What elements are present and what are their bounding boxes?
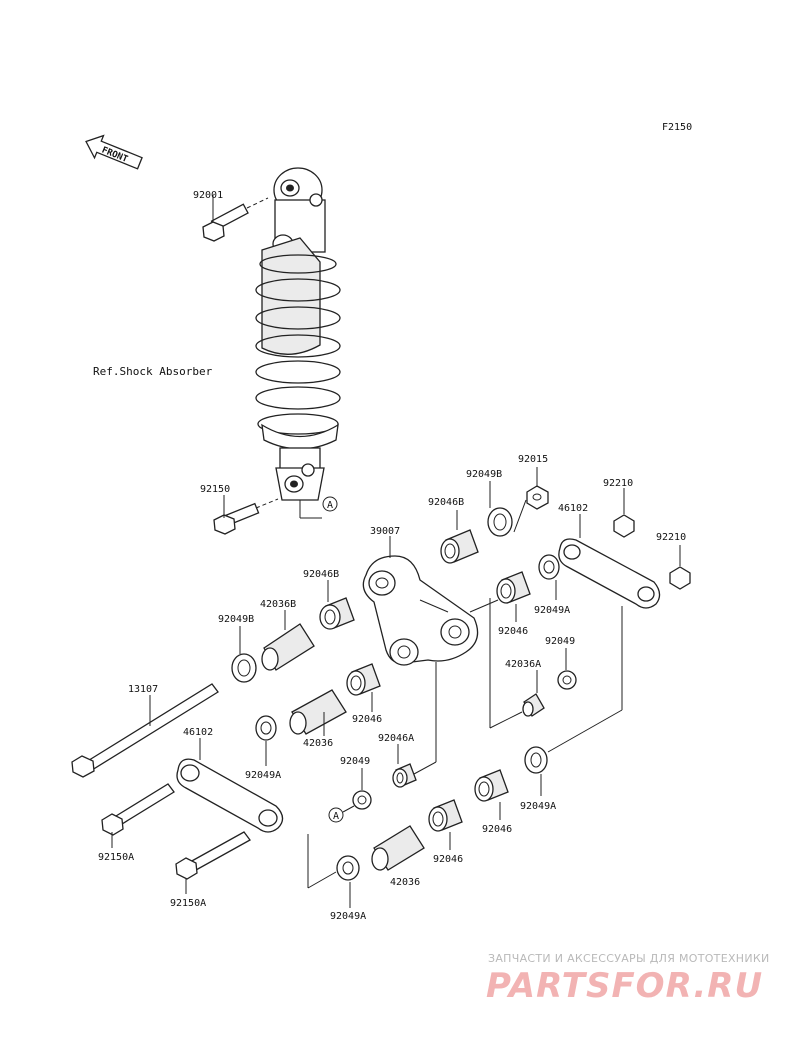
bearing-92046-r1 (496, 571, 531, 604)
bolt-92150a-2 (175, 831, 251, 894)
label-92046-r1: 92046 (498, 626, 528, 637)
ref-shock-absorber-label: Ref.Shock Absorber (93, 365, 213, 378)
label-92150: 92150 (200, 484, 230, 495)
label-92046b-top: 92046B (428, 497, 464, 508)
label-46102-top: 46102 (558, 503, 588, 514)
shaft-13107 (71, 683, 219, 778)
bolt-92150 (213, 495, 279, 535)
label-92049-right: 92049 (545, 636, 575, 647)
label-39007: 39007 (370, 526, 400, 537)
rocker-arm-39007 (362, 555, 479, 666)
label-92210-a: 92210 (603, 478, 633, 489)
label-92049b-left: 92049B (218, 614, 254, 625)
label-92015: 92015 (518, 454, 548, 465)
label-92046-low: 92046 (433, 854, 463, 865)
label-92001: 92001 (193, 190, 223, 201)
collar-42036-mid (289, 689, 347, 735)
label-42036-mid: 42036 (303, 738, 333, 749)
bearing-92046-r2 (474, 769, 509, 802)
watermark-tagline: ЗАПЧАСТИ И АКСЕССУАРЫ ДЛЯ МОТОТЕХНИКИ (488, 952, 770, 965)
label-92049a-r1: 92049A (534, 605, 570, 616)
bearing-92046b-mid (319, 597, 355, 630)
label-92046b-mid: 92046B (303, 569, 339, 580)
bearing-92046-mid (346, 663, 381, 696)
bolt-92001 (202, 195, 269, 242)
collar-42036b (261, 623, 315, 671)
label-42036b: 42036B (260, 599, 296, 610)
shock-absorber (255, 167, 341, 501)
collar-42036-low (371, 825, 425, 871)
nut-92210-a (613, 514, 635, 538)
marker-a-top-label: A (327, 500, 333, 511)
label-42036-low: 42036 (390, 877, 420, 888)
bearing-92046-low (428, 799, 463, 832)
marker-a-low (328, 807, 344, 823)
marker-a-low-label: A (333, 811, 339, 822)
bearing-92046b-top (440, 529, 479, 564)
label-46102-low: 46102 (183, 727, 213, 738)
bearing-92046a (392, 763, 417, 788)
marker-a-top (322, 496, 338, 512)
front-arrow-icon: FRONT (85, 134, 143, 170)
watermark-brand: PARTSFOR.RU (486, 966, 763, 1006)
label-92210-b: 92210 (656, 532, 686, 543)
label-92046-r2: 92046 (482, 824, 512, 835)
label-92150a-1: 92150A (98, 852, 134, 863)
nut-92015 (526, 485, 549, 510)
link-46102-top (558, 538, 661, 609)
label-92049b-top: 92049B (466, 469, 502, 480)
nut-92210-b (669, 566, 691, 590)
label-13107: 13107 (128, 684, 158, 695)
label-92049a-r2: 92049A (520, 801, 556, 812)
label-92046-mid: 92046 (352, 714, 382, 725)
label-42036a: 42036A (505, 659, 541, 670)
assembly-lines (307, 499, 623, 889)
link-46102-low (176, 758, 284, 833)
collar-42036a (522, 693, 545, 717)
diagram-code: F2150 (662, 122, 692, 133)
label-92049-low: 92049 (340, 756, 370, 767)
label-92150a-2: 92150A (170, 898, 206, 909)
label-92049a-left: 92049A (245, 770, 281, 781)
label-92049a-bot: 92049A (330, 911, 366, 922)
bolt-92150a-1 (101, 783, 175, 848)
label-92046a: 92046A (378, 733, 414, 744)
